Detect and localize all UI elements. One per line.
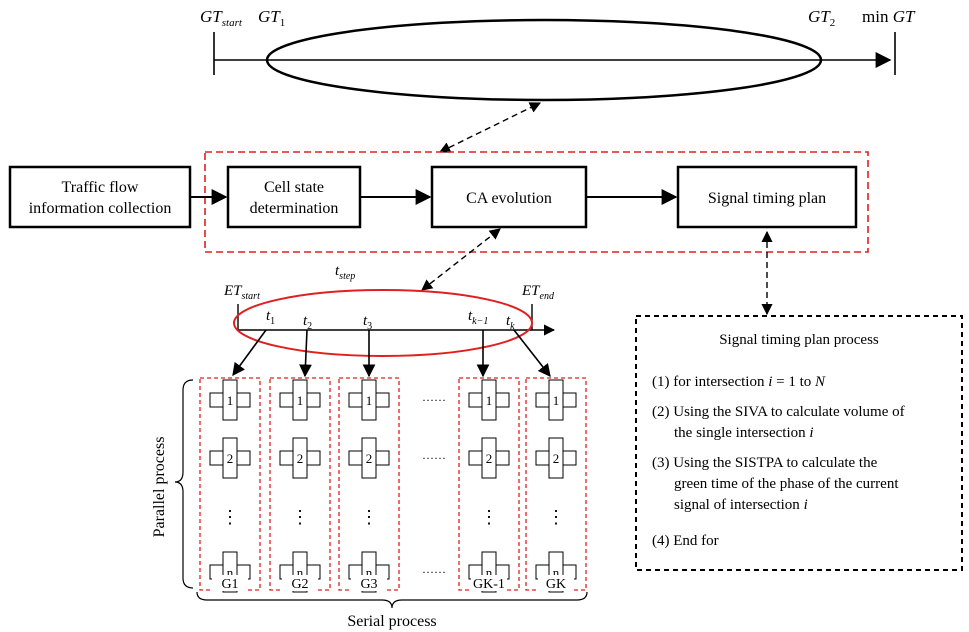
intersection-number: n bbox=[486, 565, 493, 580]
intersection-number: 2 bbox=[366, 451, 373, 466]
tick-arrow-1 bbox=[232, 329, 267, 377]
intersection-number: n bbox=[366, 565, 373, 580]
flow-box-signal-label: Signal timing plan bbox=[708, 190, 826, 207]
plan-step-1: (1) for intersection i = 1 to N bbox=[652, 374, 826, 390]
vertical-ellipsis: ⋮ bbox=[291, 507, 309, 527]
gt-2-label: GT2 bbox=[808, 7, 835, 29]
plan-step-4: (4) End for bbox=[652, 533, 719, 549]
intersection-icon: 2 bbox=[348, 437, 390, 479]
intersection-number: 1 bbox=[486, 393, 493, 408]
horizontal-ellipsis: ······ bbox=[422, 565, 446, 579]
flow-box-signal-plan: Signal timing plan bbox=[676, 165, 858, 229]
intersection-number: 1 bbox=[227, 393, 234, 408]
intersection-number: 1 bbox=[297, 393, 304, 408]
vertical-ellipsis: ⋮ bbox=[221, 507, 239, 527]
group-label: GK bbox=[546, 577, 566, 592]
flow-box-ca-label: CA evolution bbox=[466, 190, 552, 207]
intersection-icon: 1 bbox=[209, 379, 251, 421]
intersection-number: 1 bbox=[366, 393, 373, 408]
plan-step-3-line1: (3) Using the SISTPA to calculate the bbox=[652, 455, 878, 471]
min-gt-label: min GT bbox=[862, 7, 916, 26]
evolution-ellipse bbox=[233, 289, 533, 357]
flow-box-traffic-line1: Traffic flow bbox=[62, 179, 139, 196]
gt-start-label: GTstart bbox=[200, 7, 243, 29]
gt-1-label: GT1 bbox=[258, 7, 285, 29]
intersection-number: 2 bbox=[553, 451, 560, 466]
intersection-number: 2 bbox=[297, 451, 304, 466]
tick-label-tk: tk bbox=[506, 313, 515, 332]
intersection-number: 1 bbox=[553, 393, 560, 408]
tick-label-tk-1: tk−1 bbox=[468, 308, 488, 327]
flow-box-cell-line1: Cell state bbox=[264, 179, 324, 196]
tick-arrow-2 bbox=[299, 329, 312, 378]
top-timeline: GTstart GT1 GT2 min GT bbox=[200, 7, 916, 102]
intersection-number: 2 bbox=[227, 451, 234, 466]
flow-box-ca-evolution: CA evolution bbox=[430, 165, 588, 229]
optimization-frame bbox=[204, 151, 869, 253]
plan-step-3-line3: signal of intersection i bbox=[674, 497, 808, 513]
intersection-icon: 1 bbox=[279, 379, 321, 421]
tick-label-t3: t3 bbox=[363, 313, 372, 332]
plan-process-box: Signal timing plan process (1) for inter… bbox=[635, 315, 963, 571]
intersection-number: n bbox=[297, 565, 304, 580]
horizontal-ellipsis: ······ bbox=[422, 451, 446, 465]
tick-label-t2: t2 bbox=[303, 313, 312, 332]
flow-box-traffic: Traffic flow information collection bbox=[8, 165, 192, 229]
flow-box-cell-state: Cell state determination bbox=[226, 165, 362, 229]
group-label: G3 bbox=[360, 577, 377, 592]
plan-process-title: Signal timing plan process bbox=[719, 332, 879, 348]
et-end-label: ETend bbox=[521, 283, 555, 302]
link-bottom-ellipse bbox=[421, 228, 501, 291]
group-label: G1 bbox=[221, 577, 238, 592]
tick-label-t1: t1 bbox=[266, 308, 275, 327]
intersection-icon: 2 bbox=[468, 437, 510, 479]
intersection-icon: 1 bbox=[468, 379, 510, 421]
group-label: G2 bbox=[291, 577, 308, 592]
intersection-icon: 1 bbox=[348, 379, 390, 421]
serial-brace bbox=[196, 591, 588, 609]
plan-step-3-line2: green time of the phase of the current bbox=[674, 476, 899, 492]
t-step-label: tstep bbox=[335, 263, 355, 282]
group-label: GK-1 bbox=[473, 577, 505, 592]
group-column: 1 2 ⋮ nG1 bbox=[199, 377, 261, 593]
vertical-ellipsis: ⋮ bbox=[360, 507, 378, 527]
search-range-ellipse bbox=[265, 18, 823, 102]
bottom-timeline: ETstart tstep ETend t1 t2 t3 tk−1 tk bbox=[223, 263, 556, 357]
intersection-number: n bbox=[227, 565, 234, 580]
flow-box-cell-line2: determination bbox=[250, 200, 339, 217]
group-column: 1 2 ⋮ nG3 bbox=[338, 377, 400, 593]
intersection-icon: 2 bbox=[535, 437, 577, 479]
intersection-number: 2 bbox=[486, 451, 493, 466]
parallel-process-label: Parallel process bbox=[151, 437, 168, 538]
intersection-icon: 2 bbox=[279, 437, 321, 479]
flow-box-traffic-line2: information collection bbox=[29, 200, 172, 217]
group-column: 1 2 ⋮ nG2 bbox=[269, 377, 331, 593]
groups-grid: 12⋮nG112⋮nG212⋮nG312⋮nGK-112⋮nGK········… bbox=[199, 377, 587, 593]
plan-step-2-line2: the single intersection i bbox=[674, 425, 814, 441]
plan-step-2-line1: (2) Using the SIVA to calculate volume o… bbox=[652, 404, 905, 420]
group-column: 1 2 ⋮ nGK bbox=[525, 377, 587, 593]
serial-process-label: Serial process bbox=[347, 613, 436, 630]
intersection-icon: 2 bbox=[209, 437, 251, 479]
intersection-number: n bbox=[553, 565, 560, 580]
link-top-ellipse bbox=[438, 102, 542, 153]
intersection-icon: 1 bbox=[535, 379, 577, 421]
horizontal-ellipsis: ······ bbox=[422, 393, 446, 407]
parallel-brace bbox=[174, 379, 194, 589]
et-start-label: ETstart bbox=[223, 283, 260, 302]
tick-arrow-k bbox=[513, 329, 551, 378]
vertical-ellipsis: ⋮ bbox=[547, 507, 565, 527]
vertical-ellipsis: ⋮ bbox=[480, 507, 498, 527]
group-column: 1 2 ⋮ nGK-1 bbox=[458, 377, 520, 593]
